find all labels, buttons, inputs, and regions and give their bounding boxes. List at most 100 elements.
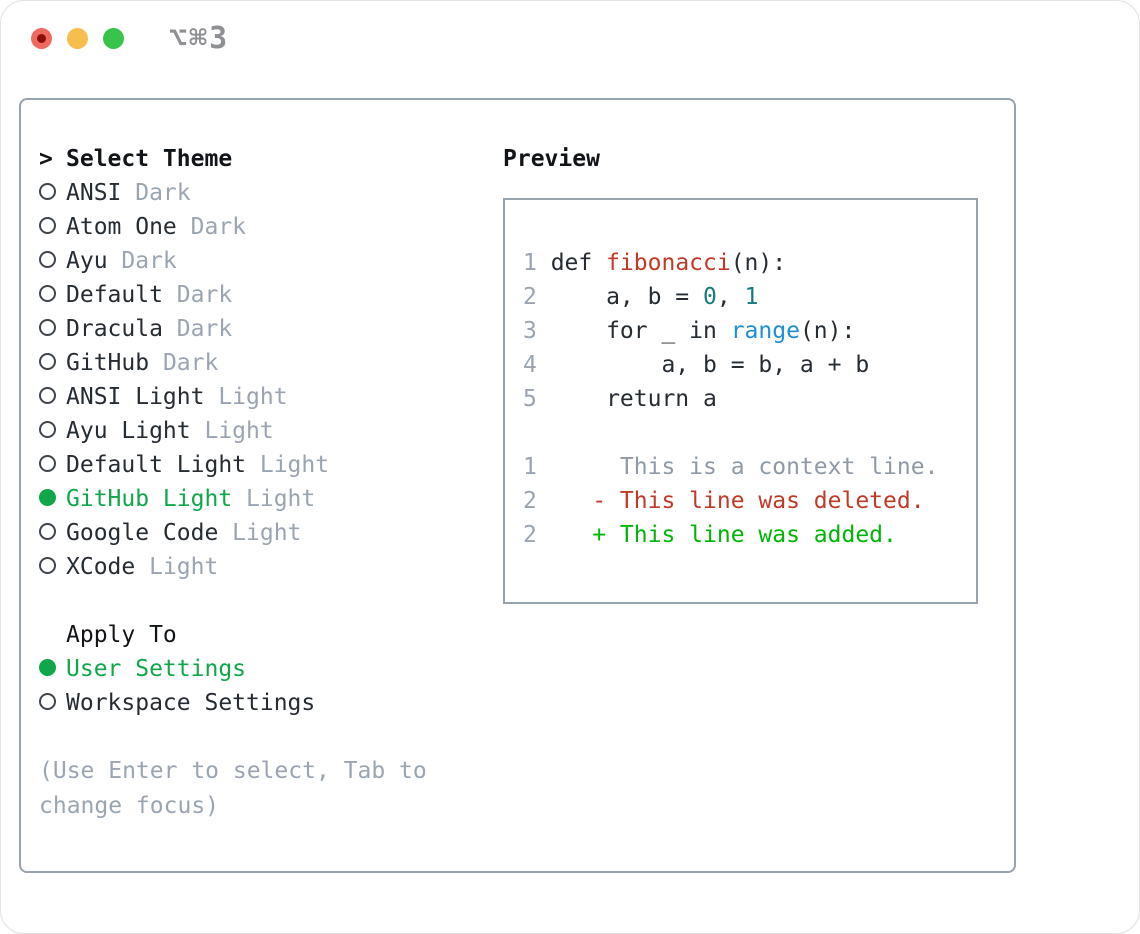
code-token: - This line was deleted. bbox=[550, 488, 925, 514]
line-number: 5 bbox=[523, 386, 537, 412]
radio-icon bbox=[39, 387, 56, 404]
theme-option-label: Dracula bbox=[66, 316, 163, 342]
theme-variant-tag: Dark bbox=[121, 180, 191, 206]
apply-target-option[interactable]: User Settings bbox=[39, 652, 479, 686]
keyboard-hint: (Use Enter to select, Tab to change focu… bbox=[39, 758, 427, 819]
theme-option[interactable]: Default Dark bbox=[39, 278, 479, 312]
radio-icon bbox=[39, 557, 56, 574]
theme-variant-tag: Dark bbox=[162, 316, 233, 342]
line-number: 4 bbox=[523, 352, 537, 378]
code-token: (n): bbox=[799, 318, 856, 344]
preview-title: Preview bbox=[503, 146, 600, 172]
line-number: 2 bbox=[523, 488, 537, 514]
theme-option[interactable]: Google Code Light bbox=[39, 516, 479, 550]
theme-variant-tag: Dark bbox=[176, 214, 247, 240]
code-token: a, b = b, a + b bbox=[550, 352, 870, 378]
theme-variant-tag: Light bbox=[190, 418, 274, 444]
code-token: (n): bbox=[730, 250, 787, 276]
code-line: 4 a, b = b, a + b bbox=[523, 348, 968, 382]
maximize-button[interactable] bbox=[103, 28, 124, 49]
line-number: 3 bbox=[523, 318, 537, 344]
theme-option-label: GitHub bbox=[66, 350, 150, 376]
apply-to-title: Apply To bbox=[66, 622, 177, 648]
theme-option[interactable]: XCode Light bbox=[39, 550, 479, 584]
code-token: This is a context line. bbox=[550, 454, 939, 480]
theme-option[interactable]: Default Light Light bbox=[39, 448, 479, 482]
line-number: 1 bbox=[523, 250, 537, 276]
radio-icon bbox=[39, 183, 56, 200]
radio-icon bbox=[39, 523, 56, 540]
keyboard-shortcut-label: ⌥⌘3 bbox=[169, 21, 230, 56]
code-token: 1 bbox=[744, 284, 759, 310]
code-token: def bbox=[550, 250, 607, 276]
theme-list-header: > Select Theme bbox=[39, 142, 479, 176]
theme-option[interactable]: GitHub Dark bbox=[39, 346, 479, 380]
radio-icon bbox=[39, 217, 56, 234]
theme-variant-tag: Dark bbox=[149, 350, 219, 376]
apply-target-option-label: User Settings bbox=[66, 656, 247, 682]
theme-variant-tag: Light bbox=[246, 452, 330, 478]
code-token: range bbox=[730, 318, 800, 344]
theme-option-label: Ayu Light bbox=[66, 418, 191, 444]
code-line bbox=[523, 416, 968, 450]
theme-option-label: Atom One bbox=[66, 214, 177, 240]
close-button[interactable] bbox=[31, 28, 52, 49]
theme-option[interactable]: Dracula Dark bbox=[39, 312, 479, 346]
theme-option-label: Default Light bbox=[66, 452, 247, 478]
radio-selected-icon bbox=[39, 489, 56, 506]
radio-icon bbox=[39, 421, 56, 438]
theme-option-label: ANSI Light bbox=[66, 384, 205, 410]
theme-option[interactable]: ANSI Dark bbox=[39, 176, 479, 210]
code-token: a, b = bbox=[550, 284, 704, 310]
theme-variant-tag: Light bbox=[135, 554, 219, 580]
minimize-button[interactable] bbox=[67, 28, 88, 49]
line-number: 2 bbox=[523, 522, 537, 548]
titlebar: ⌥⌘3 bbox=[1, 1, 1139, 76]
theme-option[interactable]: GitHub Light Light bbox=[39, 482, 479, 516]
theme-option[interactable]: Atom One Dark bbox=[39, 210, 479, 244]
code-line: 3 for _ in range(n): bbox=[523, 314, 968, 348]
theme-option-label: ANSI bbox=[66, 180, 122, 206]
radio-icon bbox=[39, 353, 56, 370]
theme-variant-tag: Dark bbox=[107, 248, 177, 274]
code-line: 1 This is a context line. bbox=[523, 450, 968, 484]
apply-target-option-label: Workspace Settings bbox=[66, 690, 316, 716]
theme-option[interactable]: ANSI Light Light bbox=[39, 380, 479, 414]
selection-caret-icon: > bbox=[39, 146, 53, 172]
radio-icon bbox=[39, 455, 56, 472]
code-token: + This line was added. bbox=[550, 522, 897, 548]
line-number: 1 bbox=[523, 454, 537, 480]
theme-list-title: Select Theme bbox=[66, 146, 233, 172]
theme-variant-tag: Dark bbox=[162, 282, 233, 308]
radio-icon bbox=[39, 693, 56, 710]
theme-option[interactable]: Ayu Dark bbox=[39, 244, 479, 278]
code-token: , bbox=[716, 284, 745, 310]
radio-selected-icon bbox=[39, 659, 56, 676]
theme-option-label: Default bbox=[66, 282, 163, 308]
apply-target-option[interactable]: Workspace Settings bbox=[39, 686, 479, 720]
theme-option-label: XCode bbox=[66, 554, 136, 580]
radio-icon bbox=[39, 251, 56, 268]
theme-variant-tag: Light bbox=[204, 384, 288, 410]
radio-icon bbox=[39, 319, 56, 336]
code-line: 2 + This line was added. bbox=[523, 518, 968, 552]
radio-icon bbox=[39, 285, 56, 302]
theme-option-label: GitHub Light bbox=[66, 486, 233, 512]
code-token: 0 bbox=[703, 284, 717, 310]
code-line: 5 return a bbox=[523, 382, 968, 416]
code-line: 2 a, b = 0, 1 bbox=[523, 280, 968, 314]
theme-option-label: Ayu bbox=[66, 248, 108, 274]
code-line: 2 - This line was deleted. bbox=[523, 484, 968, 518]
theme-option[interactable]: Ayu Light Light bbox=[39, 414, 479, 448]
theme-variant-tag: Light bbox=[218, 520, 302, 546]
theme-option-label: Google Code bbox=[66, 520, 219, 546]
